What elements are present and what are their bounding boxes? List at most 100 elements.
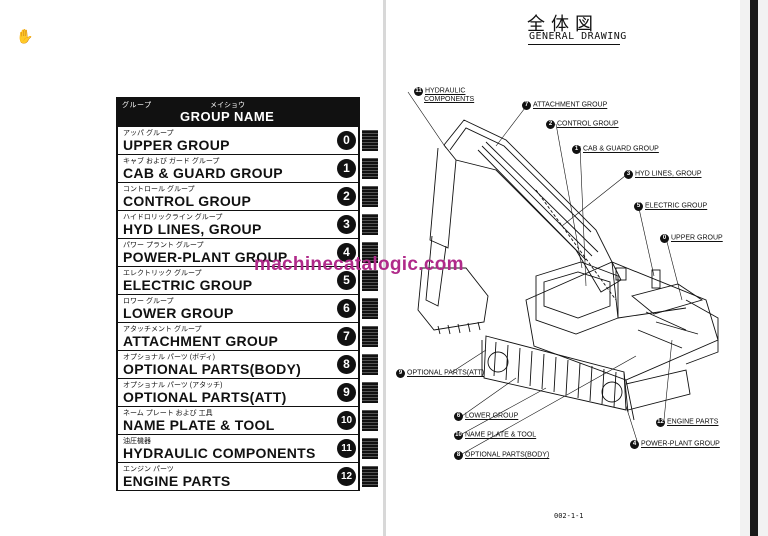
callout-label: NAME PLATE & TOOL [465, 431, 537, 439]
index-tab [362, 410, 378, 431]
row-kana: キャブ および ガード グループ [123, 158, 220, 165]
row-kana: ハイドロリックライン グループ [123, 214, 223, 221]
row-number-badge: 1 [337, 159, 356, 178]
page-edge-stripe [740, 0, 768, 536]
row-number-badge: 8 [337, 355, 356, 374]
right-page: 全体図 GENERAL DRAWING [386, 0, 768, 536]
row-name: ATTACHMENT GROUP [123, 333, 279, 349]
callout-number: 3 [624, 170, 633, 179]
hand-cursor-icon: ✋ [16, 28, 34, 44]
callout-label: CONTROL GROUP [557, 120, 619, 128]
row-number-badge: 12 [337, 467, 356, 486]
row-kana: ロワー グループ [123, 298, 174, 305]
row-name: ELECTRIC GROUP [123, 277, 253, 293]
callout-number: 9 [396, 369, 405, 378]
row-name: CONTROL GROUP [123, 193, 252, 209]
callout-label: ELECTRIC GROUP [645, 202, 708, 210]
callout-number: 0 [660, 234, 669, 243]
excavator-drawing [407, 91, 719, 455]
index-tab [362, 298, 378, 319]
callout-label: OPTIONAL PARTS(ATT) [407, 369, 485, 377]
callout-number: 2 [546, 120, 555, 129]
callout-number: 6 [454, 412, 463, 421]
row-kana: 油圧機器 [123, 438, 151, 445]
row-number-badge: 7 [337, 327, 356, 346]
group-row[interactable]: オプショナル パーツ (ボディ)OPTIONAL PARTS(BODY) 8 [116, 351, 378, 379]
callout-number: 4 [630, 440, 639, 449]
callout-label: ATTACHMENT GROUP [533, 101, 608, 109]
row-kana: エンジン パーツ [123, 466, 174, 473]
callout-label: UPPER GROUP [671, 234, 723, 242]
index-tab [362, 382, 378, 403]
row-number-badge: 4 [337, 243, 356, 262]
callout-label-line2: COMPONENTS [424, 96, 475, 104]
header-kana-right: メイショウ [210, 102, 245, 109]
row-name: CAB & GUARD GROUP [123, 165, 283, 181]
group-row[interactable]: オプショナル パーツ (アタッチ)OPTIONAL PARTS(ATT)9 [116, 379, 378, 407]
row-kana: オプショナル パーツ (ボディ) [123, 354, 215, 361]
row-number-badge: 6 [337, 299, 356, 318]
index-tab [362, 354, 378, 375]
row-kana: アッパ グループ [123, 130, 174, 137]
row-number-badge: 9 [337, 383, 356, 402]
callout-label: HYD LINES, GROUP [635, 170, 702, 178]
row-number-badge: 11 [337, 439, 356, 458]
drawing-title-jp: 全体図 [527, 14, 599, 35]
row-number-badge: 2 [337, 187, 356, 206]
index-tab [362, 466, 378, 487]
callout-number: 7 [522, 101, 531, 110]
row-name: ENGINE PARTS [123, 473, 231, 489]
index-tab [362, 242, 378, 263]
index-tab [362, 158, 378, 179]
index-tab [362, 186, 378, 207]
callout-number: 5 [634, 202, 643, 211]
index-tab [362, 130, 378, 151]
row-name: POWER-PLANT GROUP [123, 249, 288, 265]
row-name: HYD LINES, GROUP [123, 221, 262, 237]
row-kana: ネーム プレート および 工具 [123, 410, 213, 417]
watermark: machinecatalogic.com [254, 254, 464, 275]
page-number: 002-1-1 [554, 512, 584, 520]
row-number-badge: 0 [337, 131, 356, 150]
index-tab [362, 326, 378, 347]
table-header: グループ メイショウ GROUP NAME [116, 97, 360, 127]
row-name: OPTIONAL PARTS(BODY) [123, 361, 302, 377]
callout-label: HYDRAULIC [425, 87, 466, 95]
row-name: LOWER GROUP [123, 305, 234, 321]
callout-label: LOWER GROUP [465, 412, 519, 420]
callout-label: POWER-PLANT GROUP [641, 440, 720, 448]
row-name: UPPER GROUP [123, 137, 230, 153]
edge-bar [750, 0, 758, 536]
callout-number: 11 [414, 87, 423, 96]
callout-number: 12 [656, 418, 665, 427]
index-tab [362, 270, 378, 291]
row-name: OPTIONAL PARTS(ATT) [123, 389, 287, 405]
title-underline [528, 44, 620, 45]
row-kana: アタッチメント グループ [123, 326, 202, 333]
row-name: HYDRAULIC COMPONENTS [123, 445, 316, 461]
page-gutter [383, 0, 386, 536]
row-kana: コントロール グループ [123, 186, 195, 193]
